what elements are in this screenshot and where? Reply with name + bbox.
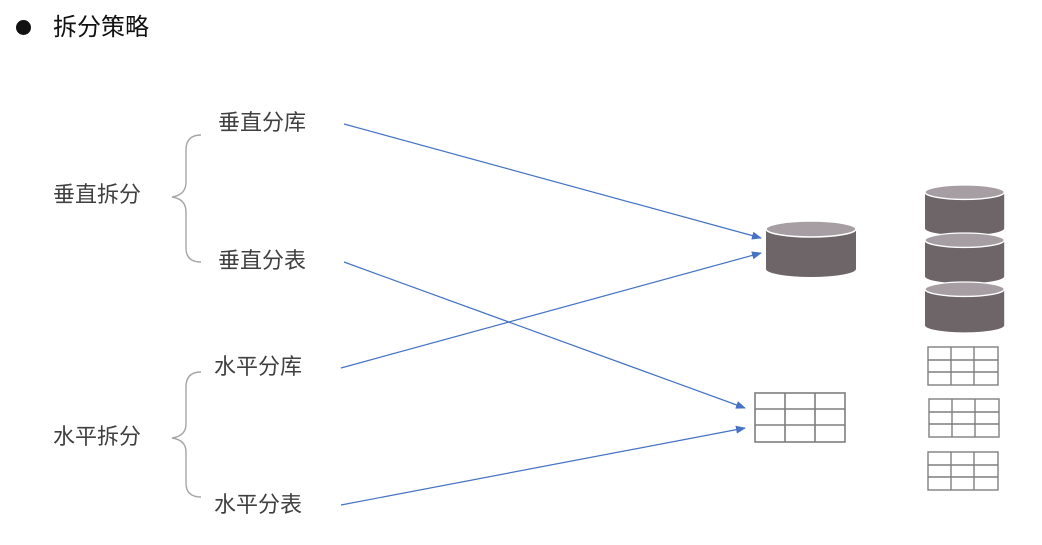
database-icon <box>924 232 1005 285</box>
table-icon <box>928 398 1000 438</box>
horizontal-group-brace <box>171 371 202 498</box>
page-title: 拆分策略 <box>53 13 149 41</box>
table-icon <box>927 346 999 386</box>
arrow-vertical-db-to-database <box>343 123 762 240</box>
vertical-split-label: 垂直拆分 <box>53 183 142 208</box>
database-icon <box>924 184 1005 237</box>
bullet-icon <box>16 19 31 35</box>
database-icon <box>765 220 857 278</box>
vertical-group-brace <box>171 134 202 263</box>
horizontal-split-label: 水平拆分 <box>53 425 142 450</box>
arrow-horizontal-table-to-table <box>340 425 746 506</box>
table-icon <box>927 451 999 491</box>
title-row: 拆分策略 <box>16 12 149 42</box>
vertical-table-split-label: 垂直分表 <box>218 249 307 274</box>
vertical-db-split-label: 垂直分库 <box>218 111 307 136</box>
database-icon <box>924 281 1005 334</box>
horizontal-table-split-label: 水平分表 <box>214 493 303 518</box>
arrow-vertical-table-to-table <box>343 261 746 409</box>
horizontal-db-split-label: 水平分库 <box>214 355 303 380</box>
arrow-horizontal-db-to-database <box>340 251 762 369</box>
table-icon <box>754 392 846 443</box>
